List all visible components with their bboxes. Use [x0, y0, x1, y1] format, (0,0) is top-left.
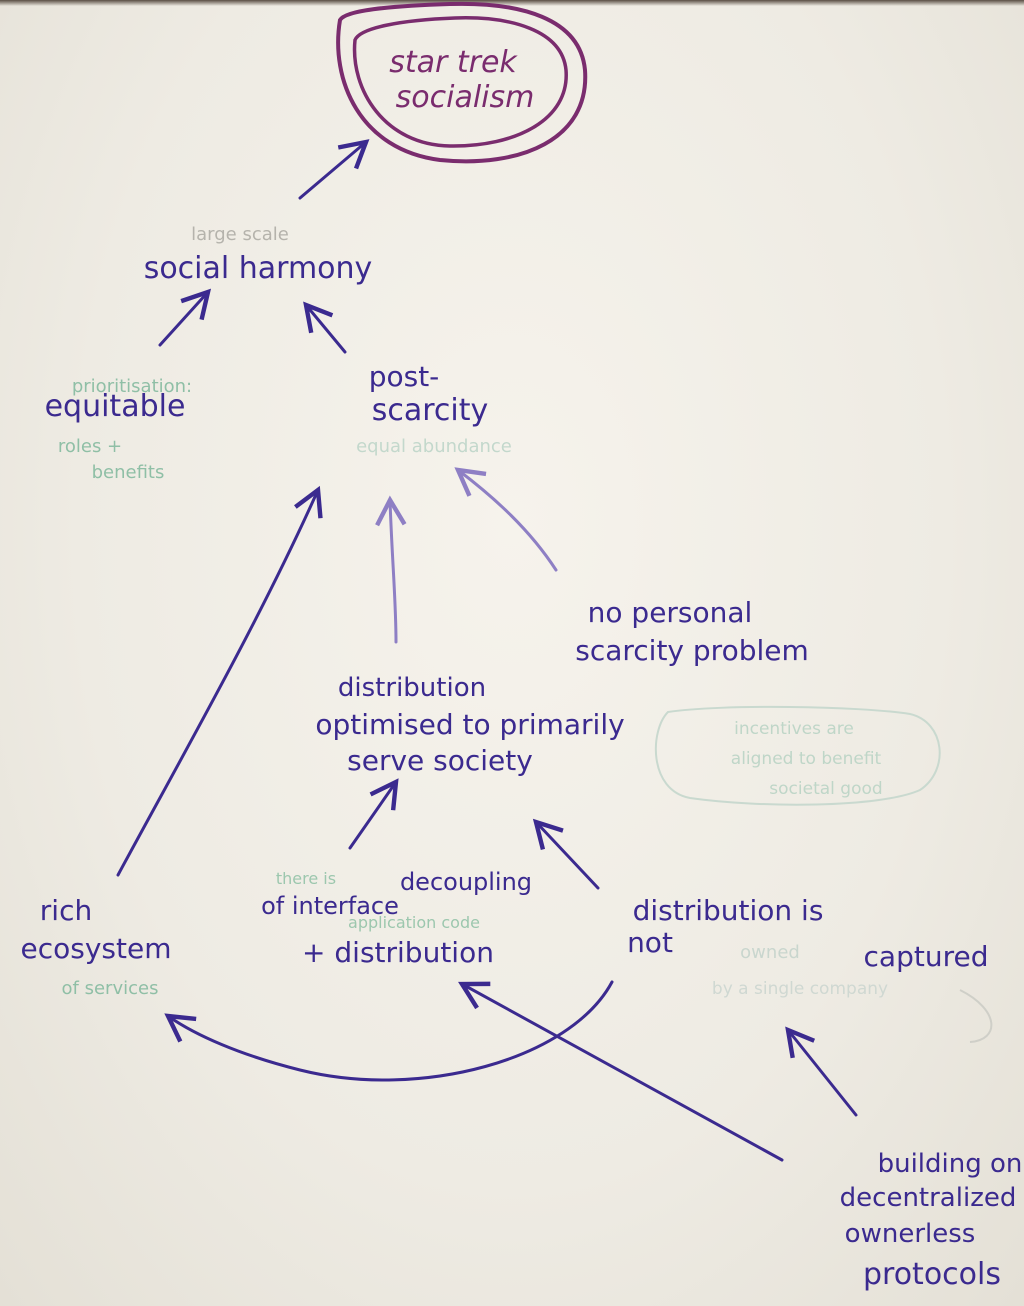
incentives-note-loop: [654, 705, 941, 806]
distribution-line2: optimised to primarily: [315, 708, 624, 741]
goal-line2: socialism: [396, 80, 535, 115]
not-captured-node: distribution is not owned captured by a …: [627, 894, 988, 999]
equitable-faint-top: prioritisation:: [72, 376, 192, 397]
decoupling-node: there is application code decoupling of …: [261, 868, 532, 969]
post-scarcity-line2: scarcity: [372, 393, 489, 428]
decoupling-line2: of interface: [261, 892, 399, 920]
equitable-faint-line1: roles +: [58, 436, 122, 457]
not-captured-line2: not: [627, 926, 673, 959]
goal-node: star trek socialism: [336, 1, 588, 164]
arrow-protocols-to-notcaptured: [785, 1026, 858, 1117]
no-personal-line1: no personal: [588, 596, 753, 629]
not-captured-faint-line2: by a single company: [712, 979, 888, 999]
decoupling-line3: + distribution: [302, 936, 494, 969]
protocols-line4: protocols: [863, 1257, 1001, 1292]
post-scarcity-faint: equal abundance: [356, 436, 512, 457]
protocols-line2: decentralized: [840, 1183, 1017, 1213]
not-captured-faint-line1: owned: [740, 942, 800, 963]
decoupling-faint-line1: there is: [276, 869, 336, 888]
protocols-line1: building on: [878, 1149, 1023, 1179]
not-captured-line1: distribution is: [633, 894, 824, 927]
distribution-node: distribution optimised to primarily serv…: [315, 673, 882, 799]
arrow-harmony-to-goal: [298, 139, 370, 200]
arrow-decoupling-to-distribution: [348, 778, 399, 850]
equitable-label: equitable: [45, 389, 186, 424]
goal-inner-circle: [352, 16, 568, 148]
protocols-node: building on decentralized ownerless prot…: [840, 1149, 1023, 1292]
post-scarcity-line1: post-: [369, 360, 440, 393]
rich-ecosystem-node: rich ecosystem of services: [21, 894, 172, 999]
arrow-ecosystem-to-postscarcity: [116, 485, 323, 877]
distribution-faint-line1: incentives are: [734, 719, 854, 739]
rich-ecosystem-line2: ecosystem: [21, 932, 172, 965]
post-scarcity-node: post- scarcity equal abundance: [356, 360, 512, 457]
distribution-faint-line2: aligned to benefit: [731, 749, 882, 769]
arrow-protocols-to-decoupling: [458, 981, 784, 1162]
equitable-faint-line2: benefits: [92, 462, 165, 483]
distribution-line3: serve society: [347, 744, 533, 777]
rich-ecosystem-faint: of services: [62, 978, 159, 999]
social-harmony-label: social harmony: [144, 251, 373, 286]
arrow-notcaptured-to-distribution: [532, 818, 600, 890]
distribution-line1: distribution: [338, 673, 486, 703]
light-arrows: [375, 467, 558, 644]
social-harmony-faint: large scale: [191, 224, 289, 245]
no-personal-scarcity-node: no personal scarcity problem: [575, 596, 809, 667]
company-note-bracket: [959, 989, 993, 1043]
not-captured-line3: captured: [864, 940, 989, 973]
arrow-distribution-to-postscarcity: [375, 495, 407, 644]
decoupling-faint-line2: application code: [348, 913, 480, 932]
rich-ecosystem-line1: rich: [40, 894, 92, 927]
no-personal-line2: scarcity problem: [575, 634, 809, 667]
arrow-postscarcity-to-harmony: [303, 301, 347, 354]
goal-line1: star trek: [389, 45, 518, 80]
arrow-equitable-to-harmony: [158, 288, 212, 347]
distribution-faint-line3: societal good: [769, 779, 882, 799]
frame-edge: [0, 0, 1024, 6]
arrows: [116, 139, 858, 1162]
decoupling-line1: decoupling: [400, 868, 532, 896]
goal-outer-circle: [336, 1, 588, 164]
arrow-nopersonal-to-postscarcity: [454, 467, 558, 572]
social-harmony-node: large scale social harmony: [144, 224, 373, 286]
protocols-line3: ownerless: [845, 1219, 976, 1249]
arrow-notcaptured-to-ecosystem: [164, 980, 614, 1082]
equitable-node: prioritisation: equitable roles + benefi…: [45, 376, 193, 483]
